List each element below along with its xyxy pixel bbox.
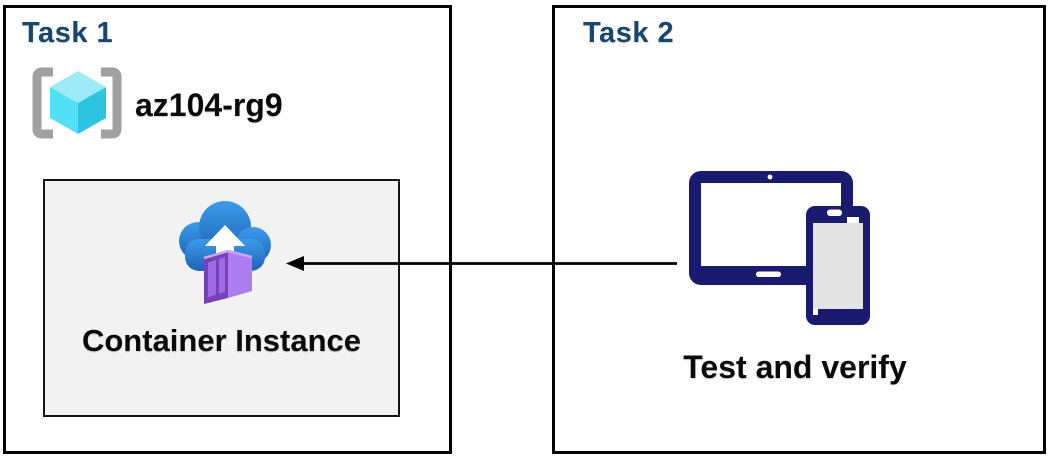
phone-shape <box>806 206 870 325</box>
container-instance-icon <box>175 197 275 310</box>
devices-icon <box>678 163 878 336</box>
resource-group: az104-rg9 <box>31 65 283 146</box>
resource-group-name: az104-rg9 <box>135 87 283 123</box>
test-verify-label: Test and verify <box>683 349 907 385</box>
container-instance-box: Container Instance <box>43 179 400 417</box>
task2-title: Task 2 <box>583 17 675 49</box>
container-cube-shape <box>203 249 253 304</box>
task2-box: Task 2 Test and verify <box>552 5 1046 454</box>
resource-group-icon <box>31 65 123 146</box>
container-instance-label: Container Instance <box>81 323 362 358</box>
task1-box: Task 1 az104-rg9 <box>3 5 452 454</box>
task1-title: Task 1 <box>22 17 114 49</box>
